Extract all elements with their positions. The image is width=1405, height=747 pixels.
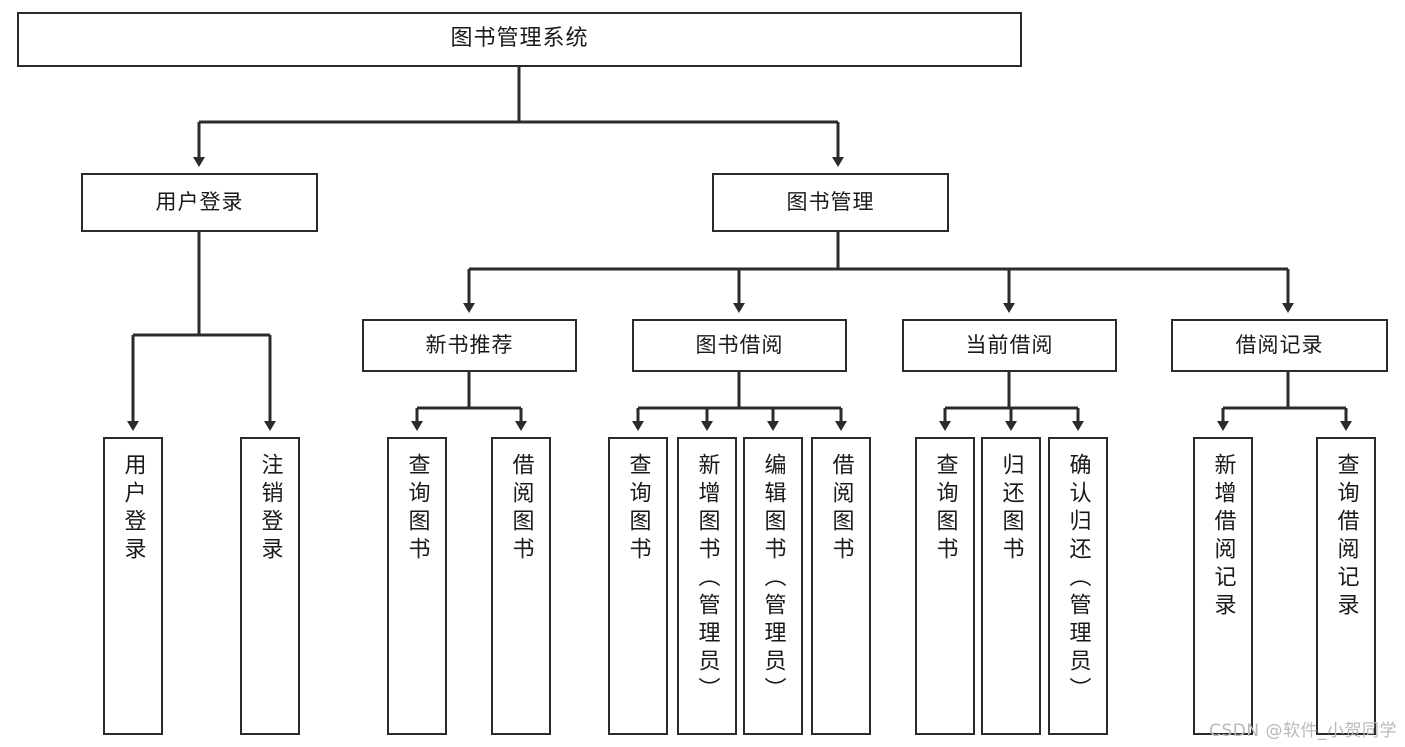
- leaf-return-book[interactable]: 归还图书: [981, 437, 1041, 735]
- node-label: 新增图书（管理员）: [694, 453, 720, 705]
- leaf-edit-book[interactable]: 编辑图书（管理员）: [743, 437, 803, 735]
- node-label: 查询图书: [404, 453, 430, 565]
- leaf-query-borrow-record[interactable]: 查询借阅记录: [1316, 437, 1376, 735]
- leaf-add-borrow-record[interactable]: 新增借阅记录: [1193, 437, 1253, 735]
- leaf-borrow-book-recommend[interactable]: 借阅图书: [491, 437, 551, 735]
- node-label: 查询图书: [625, 453, 651, 565]
- leaf-add-book[interactable]: 新增图书（管理员）: [677, 437, 737, 735]
- watermark-text: CSDN @软件_小贺同学: [1209, 721, 1397, 741]
- leaf-query-book-borrow[interactable]: 查询图书: [608, 437, 668, 735]
- node-book-management[interactable]: 图书管理: [712, 173, 949, 232]
- leaf-query-book-recommend[interactable]: 查询图书: [387, 437, 447, 735]
- node-label: 注销登录: [257, 453, 283, 565]
- node-label: 借阅记录: [1235, 332, 1324, 357]
- node-label: 查询图书: [932, 453, 958, 565]
- node-label: 查询借阅记录: [1333, 453, 1359, 621]
- node-label: 新书推荐: [425, 332, 514, 357]
- node-label: 当前借阅: [965, 332, 1054, 357]
- node-label: 编辑图书（管理员）: [760, 453, 786, 705]
- leaf-user-login[interactable]: 用户登录: [103, 437, 163, 735]
- node-new-book-recommend[interactable]: 新书推荐: [362, 319, 577, 372]
- node-label: 图书借阅: [695, 332, 784, 357]
- node-current-borrow[interactable]: 当前借阅: [902, 319, 1117, 372]
- node-label: 归还图书: [998, 453, 1024, 565]
- leaf-logout-login[interactable]: 注销登录: [240, 437, 300, 735]
- node-borrow-record[interactable]: 借阅记录: [1171, 319, 1388, 372]
- leaf-borrow-book[interactable]: 借阅图书: [811, 437, 871, 735]
- node-label: 借阅图书: [828, 453, 854, 565]
- leaf-query-book-current[interactable]: 查询图书: [915, 437, 975, 735]
- node-label: 用户登录: [155, 189, 244, 214]
- node-user-login[interactable]: 用户登录: [81, 173, 318, 232]
- node-label: 图书管理: [786, 189, 875, 214]
- node-book-borrow[interactable]: 图书借阅: [632, 319, 847, 372]
- node-label: 新增借阅记录: [1210, 453, 1236, 621]
- node-label: 用户登录: [120, 453, 146, 565]
- leaf-confirm-return[interactable]: 确认归还（管理员）: [1048, 437, 1108, 735]
- node-root-book-management-system[interactable]: 图书管理系统: [17, 12, 1022, 67]
- node-label: 确认归还（管理员）: [1065, 453, 1091, 705]
- node-label: 借阅图书: [508, 453, 534, 565]
- node-label: 图书管理系统: [450, 26, 589, 52]
